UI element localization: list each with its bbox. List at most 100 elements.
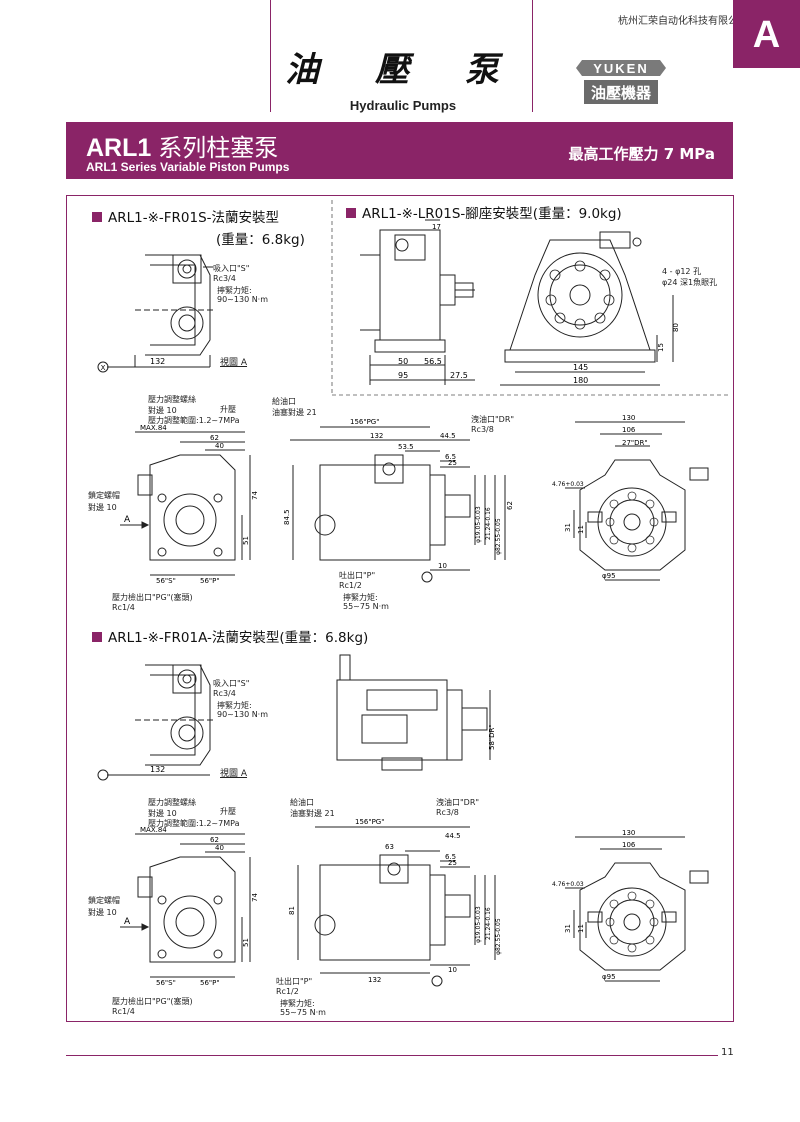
dim-58dr: 58"DR"	[488, 724, 496, 750]
section-lr01s-title: ARL1-※-LR01S-腳座安裝型(重量：9.0kg)	[346, 202, 622, 222]
fr01s-view-a-drawing: X 132	[97, 254, 215, 373]
dim-156pg: 156"PG"	[350, 418, 379, 426]
dim-56-5: 56.5	[424, 357, 442, 366]
max-pressure: 最高工作壓力 7 MPa	[568, 145, 715, 163]
opp-side-label-a: 對邊 10	[148, 809, 177, 818]
dim-95: 95	[398, 371, 408, 380]
pg-port-label: 壓力檢出口"PG"(塞頭)	[112, 593, 193, 602]
pg-rc-label-a: Rc1/4	[112, 1007, 135, 1016]
suction-torque-value-a: 90~130 N·m	[217, 710, 269, 719]
dim-10: 10	[438, 562, 447, 570]
series-title-prefix: ARL1	[86, 134, 152, 162]
dim-25: 25	[448, 459, 457, 467]
dim-11: 11	[577, 525, 585, 534]
plug-opp-label: 油塞對邊 21	[272, 408, 317, 417]
discharge-torque-label: 擰緊力矩:	[343, 593, 378, 602]
max84-label-a: MAX.84	[140, 826, 167, 834]
dim-80: 80	[672, 323, 680, 332]
suction-torque-value: 90~130 N·m	[217, 295, 269, 304]
drain-port-label-a: 洩油口"DR"	[436, 798, 480, 807]
dim-44-5: 44.5	[440, 432, 456, 440]
dim-51: 51	[242, 536, 250, 545]
dim-51-a: 51	[242, 938, 250, 947]
fr01s-flange-drawing: 130 106 27"DR" 4.76+0.03 31 11 φ95	[552, 414, 709, 581]
dim-62-a: 62	[210, 836, 219, 844]
pressure-range-label-a: 壓力調整範圍:1.2~7MPa	[148, 819, 240, 828]
dim-44-5-a: 44.5	[445, 832, 461, 840]
shaft-21-label-a: 21.24-0.16	[485, 907, 492, 940]
lock-nut-label-a: 鎖定螺帽	[88, 896, 120, 905]
series-band	[66, 122, 733, 179]
dia95-label-a: φ95	[602, 973, 616, 981]
dim-156pg-a: 156"PG"	[355, 818, 384, 826]
dim-130: 130	[622, 414, 635, 422]
page-number: 11	[718, 1047, 737, 1058]
fr01s-front-drawing: MAX.84 62 40 74 51 56"S" 56"P" A	[120, 424, 259, 585]
arrow-a-label: A	[124, 515, 131, 525]
dim-84-5: 84.5	[283, 509, 291, 525]
dim-25-a: 25	[448, 859, 457, 867]
dim-130-a: 130	[622, 829, 635, 837]
dim-106-a: 106	[622, 841, 636, 849]
key-476-label-a: 4.76+0.03	[552, 881, 584, 888]
discharge-label: 吐出口"P"	[339, 571, 376, 580]
holes-label: 4 - φ12 孔	[662, 267, 702, 276]
p56-label: 56"P"	[200, 577, 220, 585]
suction-port-label-a: 吸入口"S"	[213, 679, 250, 688]
dim-132-side-a: 132	[368, 976, 381, 984]
dim-17: 17	[432, 223, 441, 231]
suction-torque-label: 擰緊力矩:	[217, 286, 252, 295]
drain-port-label: 洩油口"DR"	[471, 415, 515, 424]
dim-62: 62	[210, 434, 219, 442]
dim-27-5: 27.5	[450, 371, 468, 380]
suction-port-label: 吸入口"S"	[213, 264, 250, 273]
oil-fill-label: 給油口	[272, 397, 296, 406]
dim-31: 31	[564, 523, 572, 532]
s56-label-a: 56"S"	[156, 979, 176, 987]
suction-torque-label-a: 擰緊力矩:	[217, 701, 252, 710]
dim-180: 180	[573, 376, 588, 385]
dim-40-a: 40	[215, 844, 224, 852]
fr01a-front-drawing: MAX.84 62 40 74 51 56"S" 56"P" A	[120, 826, 259, 987]
dim-6-5: 6.5	[445, 453, 456, 461]
dim-132-side: 132	[370, 432, 383, 440]
section-bullet	[92, 632, 102, 642]
section-bullet	[346, 208, 356, 218]
dim-132-a: 132	[150, 765, 165, 774]
discharge-label-a: 吐出口"P"	[276, 977, 313, 986]
discharge-rc-label-a: Rc1/2	[276, 987, 299, 996]
fr01a-flange-drawing: 130 106 4.76+0.03 31 11 φ95	[552, 829, 709, 982]
counterbore-label: φ24 深1魚眼孔	[662, 278, 718, 287]
dim-81: 81	[288, 906, 296, 915]
dim-10-a: 10	[448, 966, 457, 974]
drain-rc-label: Rc3/8	[471, 425, 494, 434]
section-fr01s-weight: (重量：6.8kg)	[216, 232, 305, 248]
pg-port-label-a: 壓力檢出口"PG"(塞頭)	[112, 997, 193, 1006]
discharge-torque-label-a: 擰緊力矩:	[280, 999, 315, 1008]
max84-label: MAX.84	[140, 424, 167, 432]
rise-label: 升壓	[220, 405, 236, 414]
pressure-range-label: 壓力調整範圍:1.2~7MPa	[148, 416, 240, 425]
p56-label-a: 56"P"	[200, 979, 220, 987]
pg-rc-label: Rc1/4	[112, 603, 135, 612]
series-title-cn: 系列柱塞泵	[158, 134, 279, 162]
suction-rc-label-a: Rc3/4	[213, 689, 236, 698]
dim-31-a: 31	[564, 924, 572, 933]
shaft-21-label: 21.24-0.16	[485, 507, 492, 540]
section-fr01a-title: ARL1-※-FR01A-法蘭安裝型(重量：6.8kg)	[92, 626, 368, 646]
rise-label-a: 升壓	[220, 807, 236, 816]
series-subtitle: ARL1 Series Variable Piston Pumps	[86, 160, 290, 174]
dim-145: 145	[573, 363, 588, 372]
dim-74: 74	[251, 491, 259, 500]
company-name: 杭州汇荣自动化科技有限公司	[618, 16, 748, 27]
dim-53-5: 53.5	[398, 443, 414, 451]
fr01s-side-drawing: 156"PG" 132 53.5 44.5 6.5 25 84.5 φ19.05…	[283, 418, 514, 583]
lock-opp-label: 對邊 10	[88, 503, 117, 512]
plug-opp-label-a: 油塞對邊 21	[290, 809, 335, 818]
lr01s-side-drawing: 17 50 56.5 95 27.5	[360, 219, 475, 385]
pressure-screw-label-a: 壓力調整螺絲	[148, 798, 196, 807]
dim-62v: 62	[506, 501, 514, 510]
yuken-logo: YUKEN 油壓機器	[576, 60, 666, 104]
shaft-82-label-a: φ82.55-0.05	[495, 918, 502, 955]
opp-side-label: 對邊 10	[148, 406, 177, 415]
